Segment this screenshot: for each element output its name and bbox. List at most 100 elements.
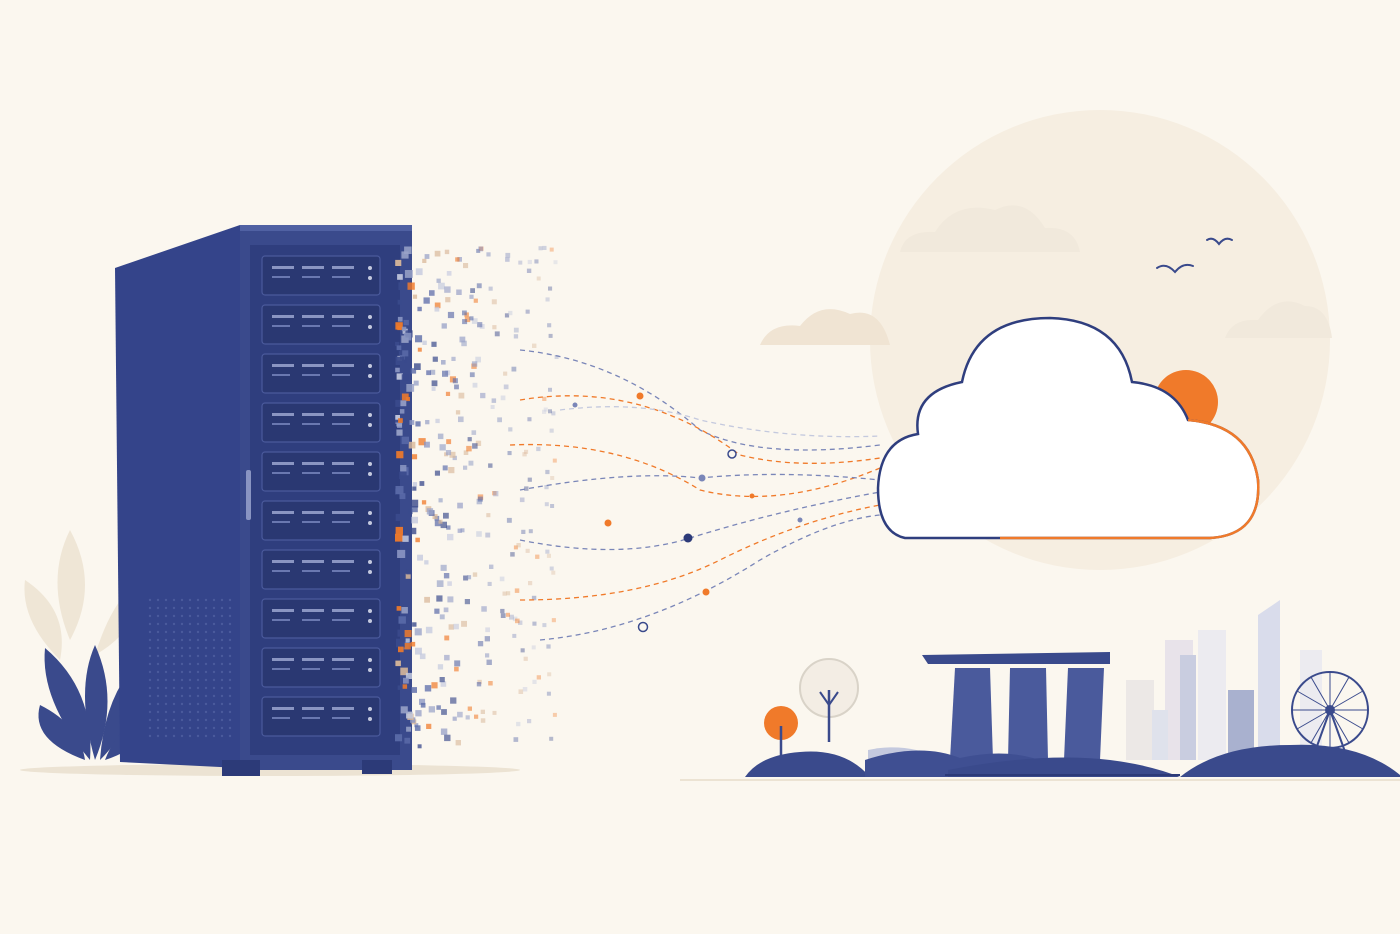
pixel-particle <box>397 299 403 305</box>
pixel-particle <box>399 471 407 480</box>
pixel-particle <box>443 573 450 579</box>
pixel-particle <box>395 486 404 494</box>
pixel-particle <box>424 254 430 259</box>
pixel-particle <box>454 666 459 672</box>
pixel-particle <box>424 560 429 565</box>
pixel-particle <box>481 606 487 612</box>
pixel-particle <box>527 719 532 724</box>
pixel-particle <box>454 384 459 390</box>
pixel-particle <box>404 643 411 650</box>
pixel-particle <box>455 257 460 262</box>
pixel-particle <box>466 445 472 452</box>
pixel-particle <box>402 350 409 357</box>
pixel-particle <box>516 721 521 727</box>
pixel-particle <box>414 725 421 731</box>
pixel-particle <box>447 533 454 541</box>
pixel-particle <box>480 392 486 399</box>
pixel-particle <box>518 689 524 694</box>
pixel-particle <box>437 433 444 440</box>
pixel-particle <box>471 361 478 367</box>
pixel-particle <box>448 624 454 630</box>
pixel-particle <box>410 499 419 508</box>
pixel-particle <box>472 443 478 449</box>
pixel-particle <box>395 415 400 420</box>
pixel-particle <box>549 566 554 571</box>
pixel-particle <box>551 411 556 416</box>
pixel-particle <box>460 528 465 533</box>
pixel-particle <box>456 289 462 295</box>
pixel-particle <box>544 485 549 490</box>
pixel-particles <box>395 245 559 749</box>
pixel-particle <box>436 580 444 587</box>
pixel-particle <box>455 740 461 746</box>
pixel-particle <box>400 400 407 407</box>
pixel-particle <box>398 616 406 624</box>
pixel-particle <box>547 323 552 328</box>
rack-foot-right <box>362 760 392 774</box>
pixel-particle <box>438 282 445 290</box>
pixel-particle <box>512 616 518 622</box>
pixel-particle <box>443 512 449 519</box>
pixel-particle <box>462 310 467 316</box>
pixel-particle <box>480 709 485 714</box>
pixel-particle <box>410 368 417 374</box>
pixel-particle <box>532 679 537 684</box>
pixel-particle <box>396 345 402 351</box>
pixel-particle <box>428 706 435 713</box>
pixel-particle <box>506 612 510 617</box>
pixel-particle <box>453 623 459 630</box>
pixel-particle <box>467 706 472 711</box>
pixel-particle <box>396 606 402 611</box>
pixel-particle <box>395 526 403 535</box>
pixel-particle <box>454 660 461 667</box>
pixel-particle <box>465 715 470 720</box>
pixel-particle <box>527 259 532 265</box>
pixel-particle <box>420 702 426 708</box>
pixel-particle <box>404 246 412 254</box>
pixel-particle <box>415 421 421 427</box>
pixel-particle <box>398 282 407 291</box>
pixel-particle <box>449 451 456 458</box>
pixel-particle <box>486 659 492 665</box>
pixel-particle <box>402 684 408 689</box>
pixel-particle <box>458 392 465 399</box>
pixel-particle <box>553 260 558 265</box>
pixel-particle <box>426 723 432 729</box>
rack-foot-left <box>222 760 260 776</box>
pixel-particle <box>417 744 422 749</box>
pixel-particle <box>432 356 438 362</box>
pixel-particle <box>440 728 448 735</box>
pixel-particle <box>441 709 447 715</box>
pixel-particle <box>418 438 426 446</box>
pixel-particle <box>415 537 420 543</box>
pixel-particle <box>432 514 438 520</box>
pixel-particle <box>478 246 484 252</box>
server-unit <box>261 647 381 688</box>
pixel-particle <box>444 635 450 641</box>
pixel-particle <box>510 552 515 557</box>
background-clouds <box>760 205 1332 345</box>
pixel-particle <box>467 437 472 442</box>
pixel-particle <box>419 481 425 486</box>
pixel-particle <box>463 575 469 581</box>
pixel-particle <box>477 496 483 502</box>
pixel-particle <box>504 313 510 318</box>
pixel-particle <box>516 543 521 548</box>
pixel-particle <box>434 302 441 309</box>
pixel-particle <box>499 576 505 582</box>
pixel-particle <box>469 316 474 321</box>
pixel-particle <box>406 711 413 719</box>
pixel-particle <box>414 628 422 636</box>
pixel-particle <box>485 653 490 658</box>
pixel-particle <box>476 682 482 687</box>
pixel-particle <box>545 469 550 475</box>
pixel-particle <box>439 444 446 451</box>
pixel-particle <box>463 450 469 455</box>
pixel-particle <box>513 737 519 742</box>
pixel-particle <box>411 506 418 513</box>
pixel-particle <box>457 502 463 509</box>
pixel-particle <box>464 599 470 605</box>
pixel-particle <box>445 450 452 456</box>
pixel-particle <box>551 618 556 623</box>
pixel-particle <box>397 629 405 637</box>
